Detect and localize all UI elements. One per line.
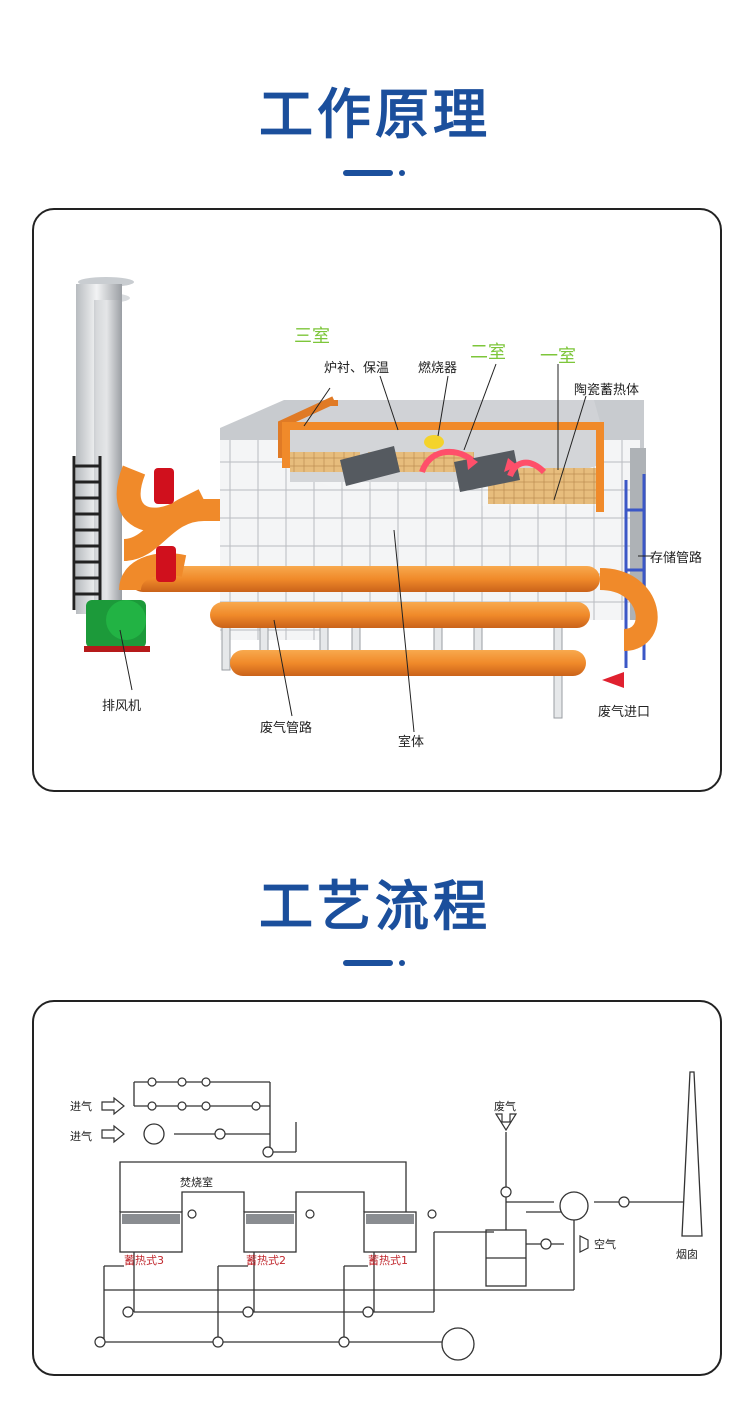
damper-valves xyxy=(154,468,176,582)
waste-gas-pipes xyxy=(116,465,658,676)
label-ceramic: 陶瓷蓄热体 xyxy=(574,382,639,398)
process-flow-diagram: 进气 进气 焚烧室 蓄热式3 蓄热式2 蓄热式1 废气 空气 烟囱 xyxy=(70,1071,703,1361)
label-burner: 燃烧器 xyxy=(418,360,457,376)
label-chamber-body: 室体 xyxy=(398,734,424,750)
section-title-working-principle: 工作原理 xyxy=(259,83,491,146)
stack-ladder xyxy=(72,456,102,610)
chimney-icon xyxy=(681,1071,703,1237)
section-title-process-flow: 工艺流程 xyxy=(259,875,491,938)
label-chamber2: 二室 xyxy=(470,342,506,363)
label-storage-pipe: 存储管路 xyxy=(650,550,702,566)
label-chamber3: 三室 xyxy=(294,326,330,347)
title-underline xyxy=(343,170,393,176)
flow-arrow-icons xyxy=(101,1096,589,1253)
label-waste-gas: 废气 xyxy=(494,1099,516,1113)
label-lining: 炉衬、保温 xyxy=(324,361,389,376)
title-underline-dot xyxy=(399,960,405,966)
label-inlet-air-1: 进气 xyxy=(70,1099,92,1113)
label-chimney: 烟囱 xyxy=(676,1247,698,1261)
label-regen1: 蓄热式1 xyxy=(368,1254,408,1267)
label-inlet-air-2: 进气 xyxy=(70,1129,92,1143)
inlet-arrow-icon xyxy=(602,672,624,688)
working-principle-card: 三室 二室 一室 炉衬、保温 燃烧器 陶瓷蓄热体 存储管路 排风机 废气管路 室… xyxy=(32,208,722,792)
label-air: 空气 xyxy=(594,1237,616,1251)
label-regen2: 蓄热式2 xyxy=(246,1254,286,1267)
fan-icon xyxy=(143,1123,589,1361)
valve-icons xyxy=(94,1077,630,1348)
title-underline xyxy=(343,960,393,966)
burner-icon xyxy=(424,435,444,449)
label-fan: 排风机 xyxy=(102,699,141,714)
label-regen3: 蓄热式3 xyxy=(124,1254,164,1267)
title-underline-dot xyxy=(399,170,405,176)
label-waste-pipe: 废气管路 xyxy=(260,720,312,736)
process-flow-card: 进气 进气 焚烧室 蓄热式3 蓄热式2 蓄热式1 废气 空气 烟囱 xyxy=(32,1000,722,1376)
label-chamber1: 一室 xyxy=(540,346,576,367)
rto-3d-illustration: 三室 二室 一室 炉衬、保温 燃烧器 陶瓷蓄热体 存储管路 排风机 废气管路 室… xyxy=(72,277,702,750)
label-combustion-chamber: 焚烧室 xyxy=(180,1175,213,1189)
interior-cutaway xyxy=(278,396,604,512)
exhaust-fan xyxy=(84,600,150,652)
regenerator-bed-fill xyxy=(122,1214,414,1224)
label-inlet: 废气进口 xyxy=(598,704,650,720)
